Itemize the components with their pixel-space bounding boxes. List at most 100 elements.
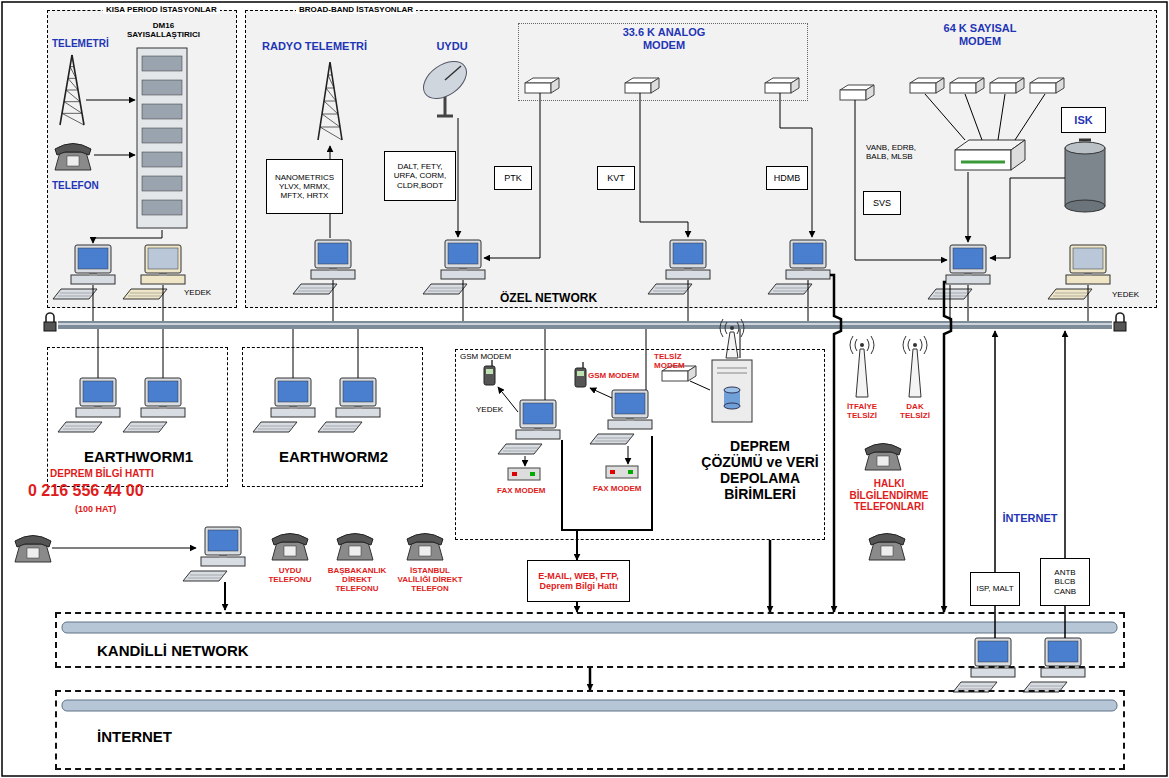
modem-icon (990, 78, 1024, 93)
computer-icon (1048, 641, 1078, 662)
wire-line (690, 381, 710, 390)
digitizer-rack (142, 128, 182, 143)
radio-tower-icon (60, 55, 84, 125)
text-label: İSTANBUL VALİLİĞİ DİREKT TELEFON (394, 566, 466, 594)
wire-line (458, 118, 459, 237)
computer-icon (590, 390, 652, 444)
wire-line (1088, 285, 1089, 321)
telephone-icon (55, 144, 91, 171)
computer-icon (183, 571, 227, 581)
radio-antenna-icon (909, 349, 921, 397)
computer-icon (58, 422, 102, 432)
wire-line (950, 285, 951, 321)
wire-line (163, 285, 164, 321)
computer-icon (63, 426, 99, 429)
telephone-icon (15, 536, 51, 563)
computer-icon (1041, 668, 1085, 677)
computer-icon (978, 641, 1008, 662)
storage-cylinder (1065, 200, 1105, 212)
telephone-icon (55, 152, 91, 170)
computer-icon (298, 288, 334, 291)
lock-icon (1116, 313, 1124, 322)
computer-icon (612, 390, 648, 418)
fax-modem-icon (610, 470, 615, 474)
radio-tower-icon (66, 90, 80, 102)
server-group-box: EARTHWORM2 (242, 347, 423, 487)
wire-line (562, 440, 577, 540)
region-fill (245, 10, 1157, 308)
text-label: RADYO TELEMETRİ (262, 40, 392, 53)
text-label: VANB, EDRB, BALB, MLSB (866, 143, 932, 161)
radio-antenna-icon (903, 336, 927, 354)
router-icon (955, 150, 1011, 170)
computer-icon (141, 408, 185, 417)
fax-modem-icon (530, 472, 535, 476)
station-box: HDMB (766, 166, 808, 190)
computer-icon (148, 381, 178, 402)
text-label: 64 K SAYISAL MODEM (925, 22, 1035, 47)
connector-line (589, 668, 592, 690)
wire-line (590, 388, 612, 398)
fax-modem-icon (628, 470, 633, 474)
radio-tower-icon (322, 114, 340, 127)
text-label: UYDU (422, 40, 482, 53)
modem-icon (950, 83, 976, 93)
text-label: HALKI BİLGİLENDİRME TELEFONLARI (840, 478, 938, 513)
computer-icon (953, 248, 983, 269)
computer-icon (183, 527, 245, 581)
gsm-phone-icon (575, 368, 586, 387)
computer-icon (1045, 638, 1081, 666)
node-text: ANTB BLCB CANB (1048, 568, 1082, 596)
wire-line (86, 100, 135, 101)
telephone-icon (865, 452, 901, 470)
computer-icon (608, 420, 652, 429)
computer-icon (653, 288, 689, 291)
text-label: FAX MODEM (497, 486, 557, 495)
modem-icon (688, 366, 696, 381)
computer-icon (498, 400, 560, 454)
modem-icon (791, 78, 799, 93)
gsm-phone-icon (486, 369, 493, 374)
computer-icon (318, 378, 380, 432)
modem-icon (651, 78, 659, 93)
node-text: DEPREM ÇÖZÜMÜ ve VERİ DEPOLAMA BİRİMLERİ (701, 438, 819, 502)
computer-icon (1066, 275, 1110, 284)
computer-icon (53, 245, 115, 299)
wire-line (52, 548, 196, 549)
text-label: YEDEK (476, 405, 512, 414)
wire-line (998, 94, 1005, 140)
radio-tower-icon (68, 78, 78, 90)
station-box: SVS (863, 191, 901, 215)
text-label: 0 216 556 44 00 (28, 482, 208, 500)
station-list-box: DALT, FETY, URFA, CORM, CLDR,BODT (384, 151, 456, 201)
text-label: FAX MODEM (593, 484, 649, 493)
computer-icon (141, 275, 185, 284)
modem-icon (910, 78, 944, 93)
storage-cylinder (1065, 148, 1105, 206)
node-text: BROAD-BAND İSTASYONLAR (296, 5, 416, 14)
wire-line (358, 329, 359, 378)
computer-icon (768, 284, 812, 294)
telephone-icon (337, 534, 373, 561)
node-text: KANDİLLİ NETWORK (97, 642, 249, 659)
computer-icon (520, 400, 556, 428)
computer-icon (75, 245, 111, 273)
node-text: DM16 SAYISALLAŞTIRICI (126, 21, 201, 39)
storage-cylinder (1079, 139, 1091, 142)
network-band: KANDİLLİ NETWORK (55, 612, 1125, 668)
wire-line (968, 285, 969, 321)
computer-icon (208, 530, 238, 551)
wire-line (98, 329, 99, 378)
telephone-icon (15, 536, 51, 548)
wire-line (224, 582, 226, 610)
computer-icon (293, 284, 337, 294)
computer-icon (1053, 293, 1089, 296)
computer-icon (78, 248, 108, 269)
text-label: UYDU TELEFONU (260, 566, 320, 584)
computer-icon (971, 668, 1015, 677)
telephone-icon (407, 534, 443, 561)
modem-icon (936, 78, 944, 93)
text-label: DEPREM BİLGİ HATTI (50, 468, 190, 480)
